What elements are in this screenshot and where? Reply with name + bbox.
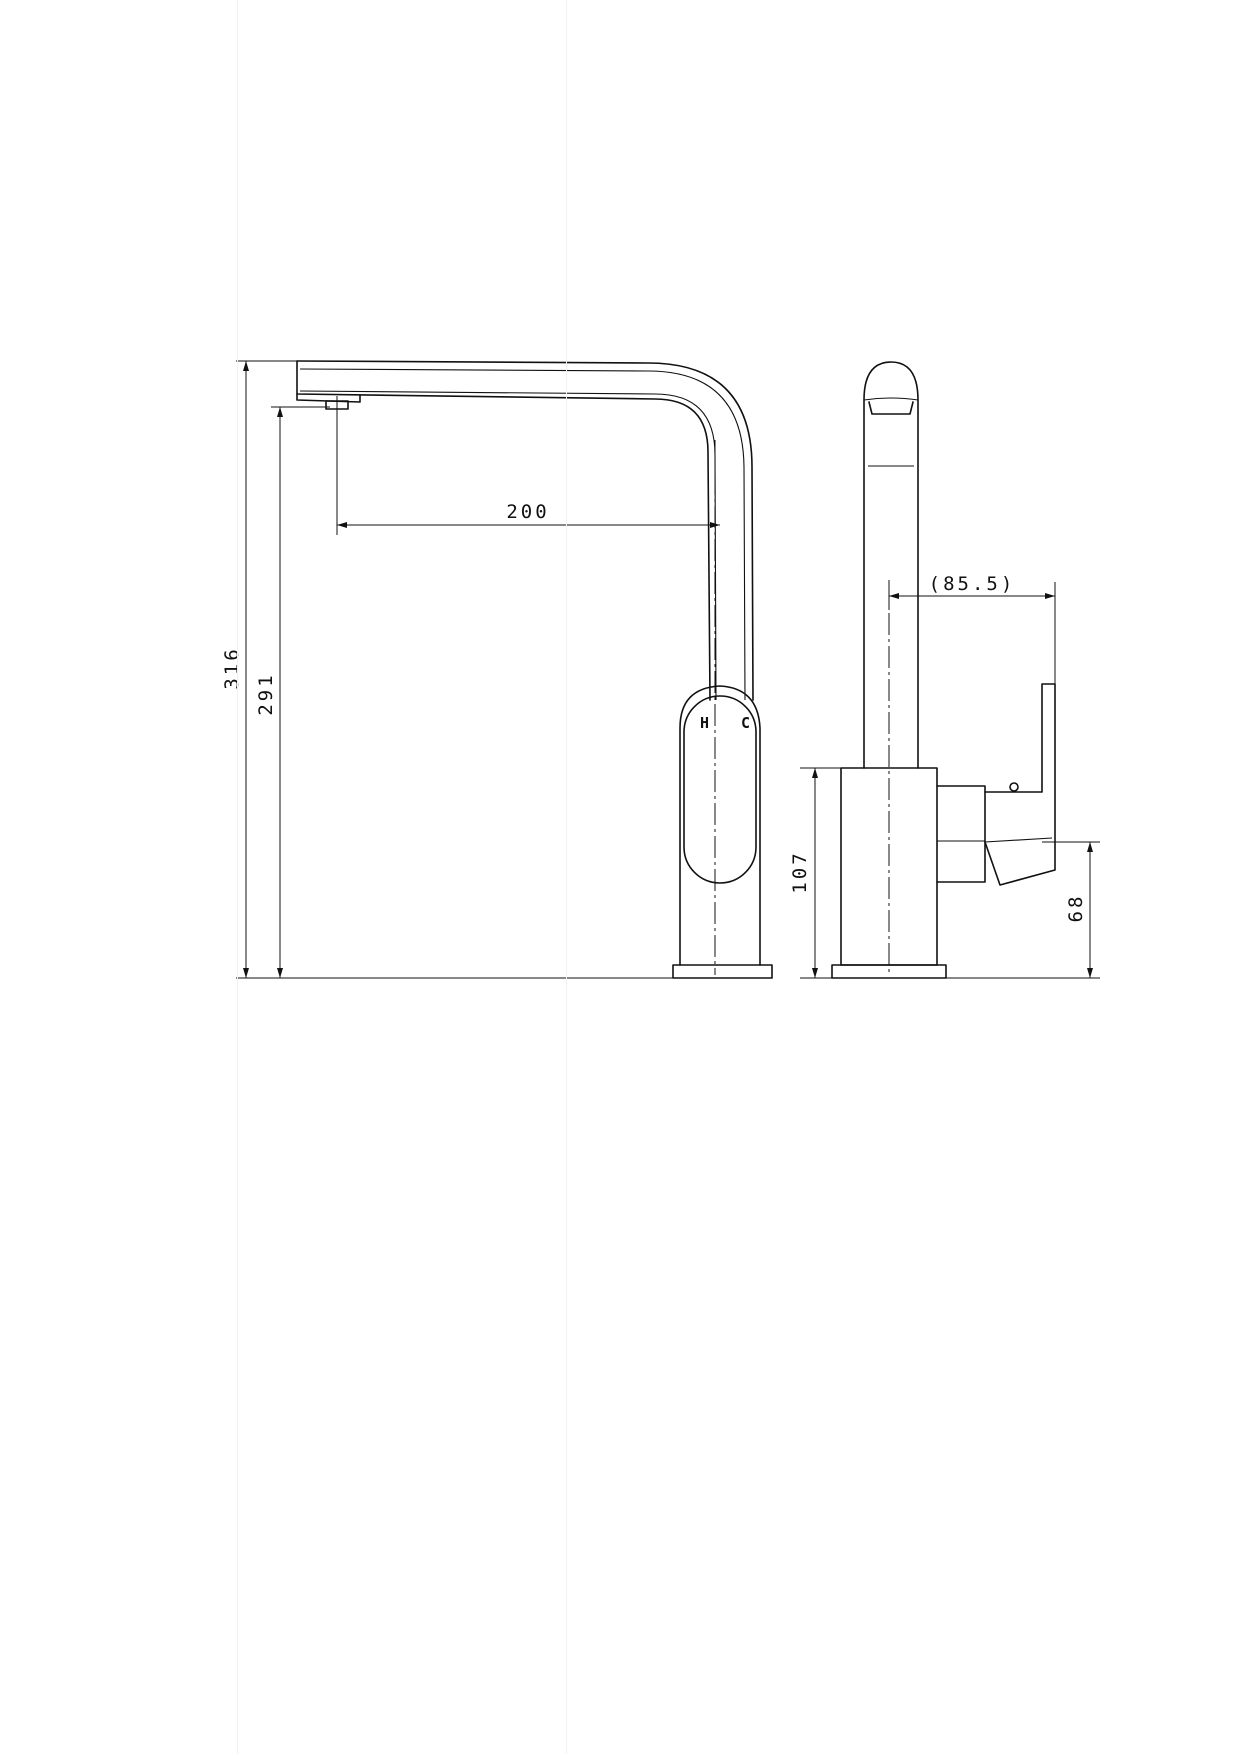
side-handle-edge: [984, 837, 1053, 843]
dim-spout-reach: 200: [506, 501, 549, 523]
side-view: (85.5) 107 68: [789, 361, 1100, 979]
side-spout: [863, 361, 919, 769]
faucet-body: [679, 685, 761, 966]
dim-overall-height: 316: [221, 646, 243, 689]
lever-handle: [683, 695, 757, 884]
dim-handle-offset: (85.5): [929, 573, 1016, 595]
spout-contour: [299, 390, 717, 701]
spout-outline: [296, 360, 754, 701]
cold-mark: C: [741, 714, 750, 732]
scan-fold-line: [566, 0, 567, 1754]
dim-body-height: 107: [789, 850, 811, 893]
hot-mark: H: [700, 714, 709, 732]
spout-contour: [299, 368, 746, 701]
side-spout-tip: [863, 397, 919, 401]
faucet-base: [672, 964, 773, 979]
side-spout-outlet: [868, 401, 914, 415]
side-cartridge: [936, 785, 986, 883]
dim-pivot-height: 68: [1065, 894, 1087, 923]
front-view: H C 200 316 291: [221, 360, 773, 979]
spout-outline: [296, 360, 711, 701]
side-handle: [984, 683, 1056, 886]
dim-outlet-height: 291: [255, 672, 277, 715]
side-handle-pivot: [1009, 782, 1019, 792]
scan-fold-line: [237, 0, 238, 1754]
